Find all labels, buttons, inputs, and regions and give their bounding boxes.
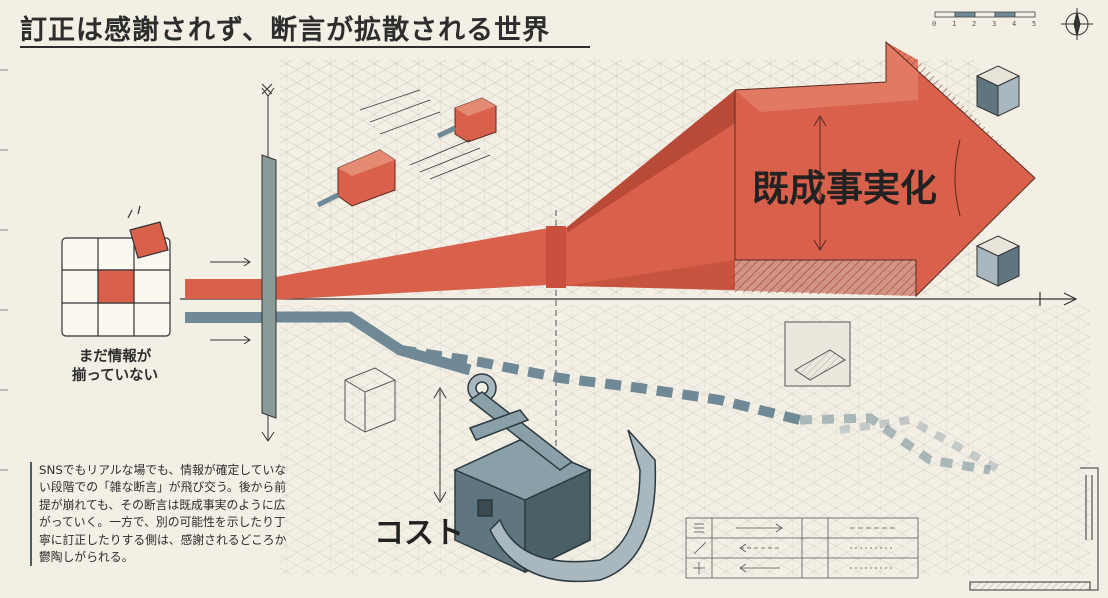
scale-label: 0 [932,20,937,28]
divider-plate [261,83,277,442]
puzzle-icon [61,205,171,337]
compass-icon [1061,8,1093,40]
scale-label: 3 [992,20,997,28]
page-title: 訂正は感謝されず、断言が拡散される世界 [20,15,551,46]
arrow-label: 既成事実化 [752,167,937,210]
anchor-label: コスト [374,516,464,551]
detail-inset [784,321,851,387]
scale-label: 4 [1012,20,1017,28]
correction-path [185,311,1002,475]
anchor-icon [453,373,657,583]
description-text: SNSでもリアルな場でも、情報が確定していない段階での「雑な断言」が飛び交う。後… [30,462,287,567]
corner-bracket [969,467,1099,591]
axis-arrow-head [1063,292,1078,306]
puzzle-caption: まだ情報が 揃っていない [56,348,174,386]
red-cubes [316,89,497,208]
legend-table [685,517,919,579]
grey-cubes [975,65,1021,287]
broken-cube [344,367,396,433]
title-underline [20,46,590,48]
scale-label: 1 [952,20,957,28]
scale-bar [934,11,1036,18]
scale-label: 2 [972,20,977,28]
puzzle-caption-line: まだ情報が [78,349,152,365]
assertion-arrow [270,40,1036,300]
scale-label: 5 [1032,20,1037,28]
puzzle-caption-line: 揃っていない [71,368,159,384]
red-input-bar [185,279,275,299]
